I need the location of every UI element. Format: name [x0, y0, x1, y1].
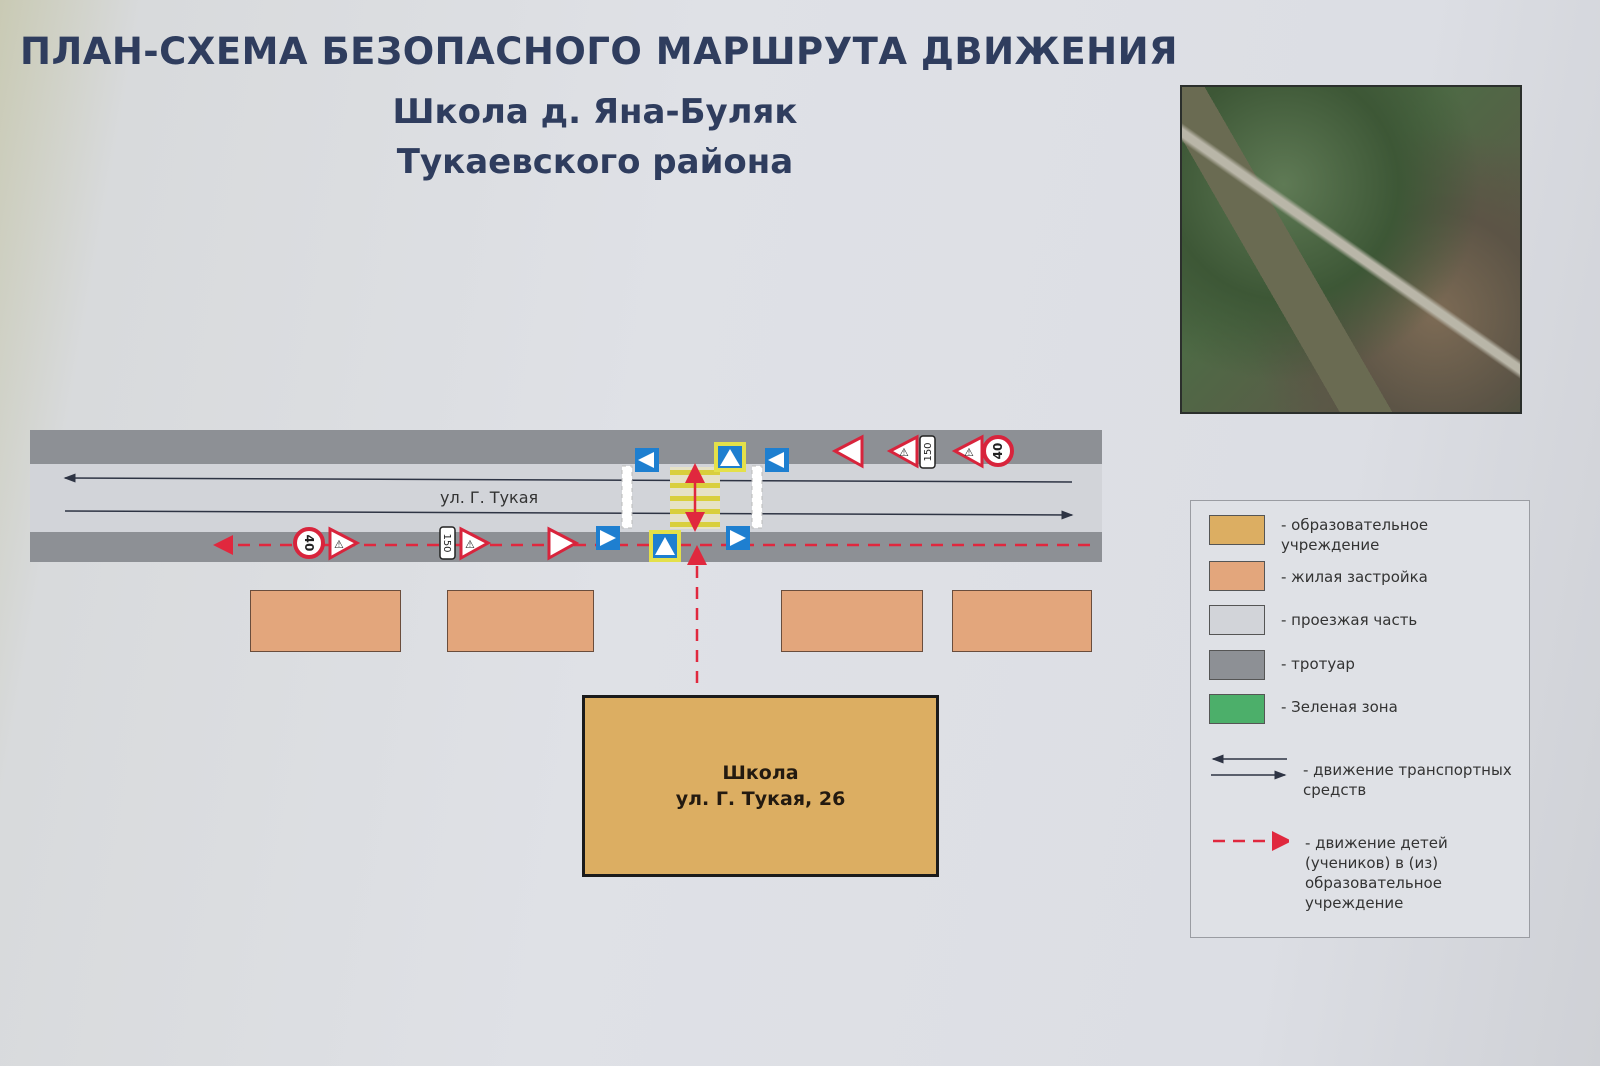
legend-swatch-school [1209, 515, 1265, 545]
children-sign-icon: ⚠ [459, 526, 492, 561]
residential-building [250, 590, 401, 652]
legend-traffic-label: - движение транспортных средств [1303, 761, 1512, 799]
yield-warning-sign-icon [831, 434, 864, 469]
residential-building [952, 590, 1092, 652]
children-sign-icon: ⚠ [328, 526, 361, 561]
children-sign-icon: ⚠ [886, 434, 919, 469]
svg-text:⚠: ⚠ [334, 538, 344, 551]
legend-label: - образовательное учреждение [1281, 516, 1429, 554]
pedestrian-crossing-sign-icon [714, 442, 746, 472]
legend-swatch-sidewalk [1209, 650, 1265, 680]
legend-label: - Зеленая зона [1281, 698, 1398, 716]
speed-label-south: 40 [302, 535, 316, 552]
residential-building [447, 590, 594, 652]
legend-label: - проезжая часть [1281, 611, 1418, 629]
svg-text:⚠: ⚠ [964, 446, 974, 459]
svg-text:⚠: ⚠ [899, 446, 909, 459]
school-name: Школа [722, 762, 799, 784]
legend-traffic-arrows-icon [1211, 754, 1289, 851]
residential-building [781, 590, 923, 652]
legend-swatch-residential [1209, 561, 1265, 591]
legend: - образовательное учреждение - жилая зас… [1190, 500, 1530, 938]
legend-label: - тротуар [1281, 655, 1355, 673]
crosswalk-sign-icon [635, 448, 659, 472]
crosswalk-sign-icon [726, 526, 750, 550]
speed-limit-south-icon [293, 527, 325, 559]
poster-title: ПЛАН-СХЕМА БЕЗОПАСНОГО МАРШРУТА ДВИЖЕНИЯ [20, 30, 1179, 73]
distance-plate-south [439, 526, 456, 560]
distance-plate-north [919, 435, 936, 469]
stop-line-east [751, 465, 763, 529]
poster-subtitle-district: Тукаевского района [396, 142, 794, 182]
svg-text:⚠: ⚠ [465, 538, 475, 551]
school-address: ул. Г. Тукая, 26 [675, 788, 846, 810]
children-sign-icon: ⚠ [951, 434, 984, 469]
speed-limit-north-icon [982, 435, 1014, 467]
speed-label-north: 40 [991, 443, 1005, 460]
pedestrian-crossing-sign-icon [649, 530, 681, 562]
traffic-lane-west [63, 473, 1073, 483]
legend-swatch-roadway [1209, 605, 1265, 635]
distance-label-north: 150 [923, 442, 934, 461]
distance-label-south: 150 [441, 533, 452, 552]
street-label: ул. Г. Тукая [440, 488, 539, 507]
roadway [30, 464, 1102, 532]
school-building: Школа ул. Г. Тукая, 26 [582, 695, 939, 877]
poster-subtitle-school: Школа д. Яна-Буляк [392, 92, 798, 132]
crosswalk-sign-icon [765, 448, 789, 472]
stop-line-west [621, 465, 633, 529]
yield-warning-sign-icon [547, 526, 580, 561]
aerial-photo [1180, 85, 1522, 414]
legend-children-route-label: - движение детей (учеников) в (из) образ… [1305, 834, 1448, 912]
legend-swatch-green-zone [1209, 694, 1265, 724]
crosswalk-sign-icon [596, 526, 620, 550]
traffic-lane-east [64, 510, 1074, 520]
legend-label: - жилая застройка [1281, 568, 1428, 586]
